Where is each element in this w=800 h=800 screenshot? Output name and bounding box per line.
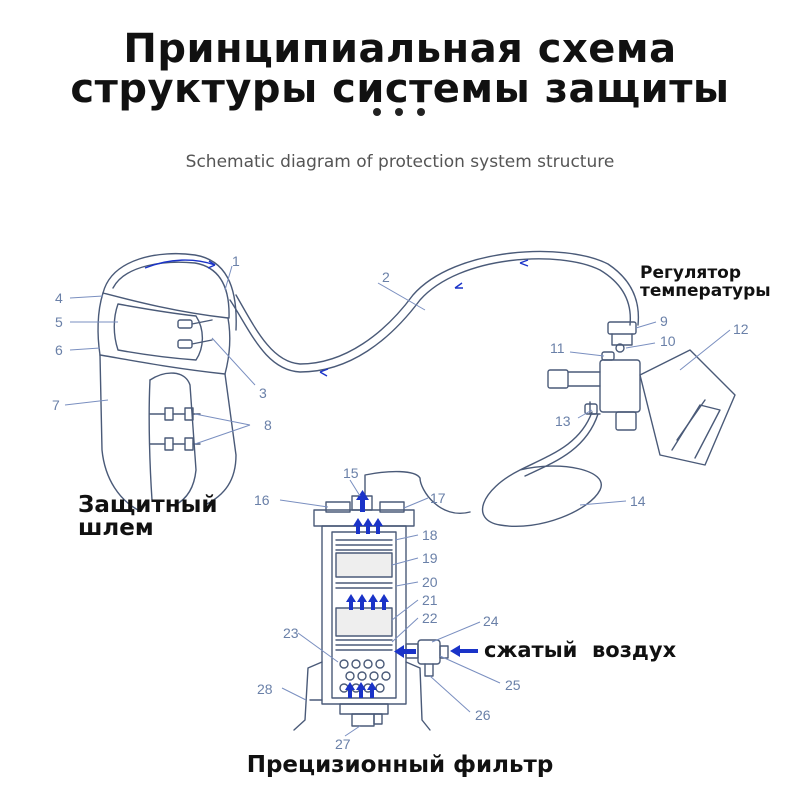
part-number-24: 24 [483,613,499,629]
part-number-17: 17 [430,490,446,506]
part-number-9: 9 [660,313,668,329]
subtitle: Schematic diagram of protection system s… [185,152,615,172]
part-number-14: 14 [630,493,646,509]
helmet-label-line-1: Защитный [78,492,218,518]
coiled-hose [364,411,602,527]
temperature-regulator-label: Регулятор температуры [640,264,771,300]
part-number-11: 11 [550,340,565,356]
part-number-4: 4 [55,290,63,306]
part-number-19: 19 [422,550,438,566]
temperature-regulator-label-line-1: Регулятор [640,263,742,283]
part-number-13: 13 [555,413,571,429]
part-number-2: 2 [382,269,390,285]
part-number-12: 12 [733,321,749,337]
part-number-26: 26 [475,707,491,723]
part-number-28: 28 [257,681,273,697]
part-number-21: 21 [422,592,438,608]
helmet-label-line-2: шлем [78,515,154,541]
part-number-16: 16 [254,492,270,508]
part-number-27: 27 [335,736,351,752]
part-number-23: 23 [283,625,299,641]
compressed-air-label: сжатый воздух [484,638,677,662]
part-number-7: 7 [52,397,60,413]
title-line-1: Принципиальная схема [123,26,677,72]
part-number-1: 1 [232,253,240,269]
air-hose [229,258,632,373]
precision-filter-label: Прецизионный фильтр [246,752,554,778]
part-number-20: 20 [422,574,438,590]
title-line-2: структуры системы защиты [70,66,730,112]
part-number-8: 8 [264,417,272,433]
temperature-regulator-label-line-2: температуры [640,281,771,301]
part-number-6: 6 [55,342,63,358]
part-number-3: 3 [259,385,267,401]
part-number-22: 22 [422,610,438,626]
airflow-arrows [345,490,478,698]
helmet [97,252,237,511]
part-number-10: 10 [660,333,676,349]
part-number-5: 5 [55,314,63,330]
part-number-15: 15 [343,465,359,481]
temperature-regulator [547,321,736,466]
part-number-18: 18 [422,527,438,543]
part-number-25: 25 [505,677,521,693]
part-numbers: 1 2 3 4 5 6 7 8 9 10 11 12 13 14 15 16 1… [52,253,749,752]
helmet-label: Защитный шлем [78,494,218,540]
